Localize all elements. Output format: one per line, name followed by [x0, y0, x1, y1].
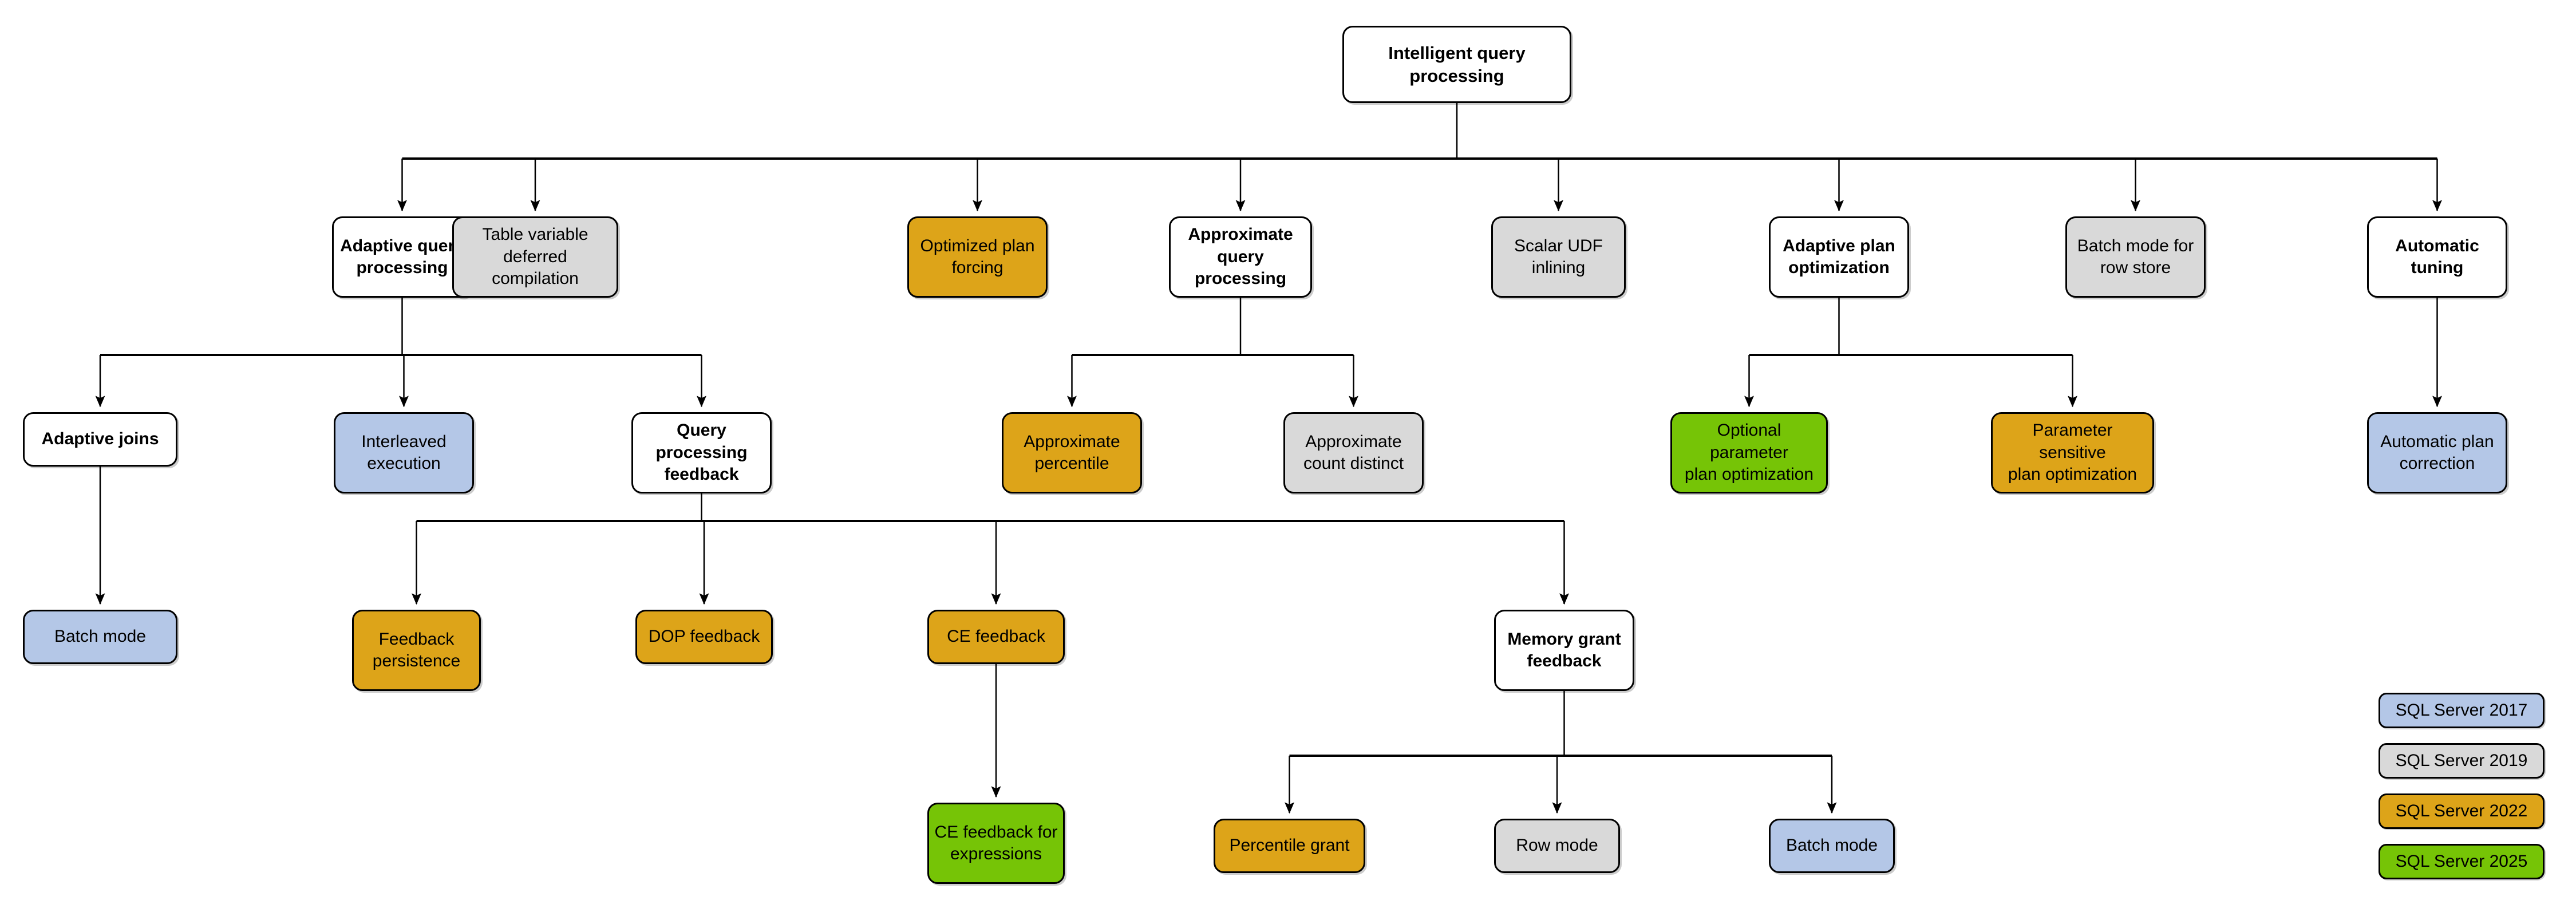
node-pctgrant[interactable]: Percentile grant	[1214, 819, 1365, 873]
node-batchmode1[interactable]: Batch mode	[23, 610, 177, 664]
node-root[interactable]: Intelligent query processing	[1342, 26, 1571, 103]
node-interleaved[interactable]: Interleaved execution	[334, 412, 474, 493]
node-fbpersist[interactable]: Feedback persistence	[352, 610, 481, 691]
node-opf[interactable]: Optimized plan forcing	[907, 216, 1048, 298]
node-approxcount[interactable]: Approximate count distinct	[1283, 412, 1424, 493]
node-autotune[interactable]: Automatic tuning	[2367, 216, 2507, 298]
node-oppo[interactable]: Optional parameter plan optimization	[1670, 412, 1828, 493]
node-batchmode2[interactable]: Batch mode	[1769, 819, 1895, 873]
node-mgfb[interactable]: Memory grant feedback	[1494, 610, 1634, 691]
node-qpf[interactable]: Query processing feedback	[631, 412, 772, 493]
node-cefb[interactable]: CE feedback	[927, 610, 1065, 664]
node-rowmode[interactable]: Row mode	[1494, 819, 1620, 873]
legend-2017: SQL Server 2017	[2379, 693, 2545, 728]
node-apc[interactable]: Automatic plan correction	[2367, 412, 2507, 493]
node-udf[interactable]: Scalar UDF inlining	[1491, 216, 1626, 298]
node-dopfb[interactable]: DOP feedback	[635, 610, 773, 664]
node-apo[interactable]: Adaptive plan optimization	[1769, 216, 1909, 298]
node-approxpct[interactable]: Approximate percentile	[1002, 412, 1142, 493]
node-adaptivejoins[interactable]: Adaptive joins	[23, 412, 177, 467]
node-tvdc[interactable]: Table variable deferred compilation	[452, 216, 618, 298]
legend-2022: SQL Server 2022	[2379, 793, 2545, 829]
node-approxqp[interactable]: Approximate query processing	[1169, 216, 1312, 298]
legend-2019: SQL Server 2019	[2379, 743, 2545, 779]
node-bmrs[interactable]: Batch mode for row store	[2065, 216, 2206, 298]
node-pspo[interactable]: Parameter sensitive plan optimization	[1991, 412, 2154, 493]
legend-2025: SQL Server 2025	[2379, 844, 2545, 879]
node-aqp[interactable]: Adaptive query processing	[332, 216, 472, 298]
node-cefbexpr[interactable]: CE feedback for expressions	[927, 803, 1065, 884]
